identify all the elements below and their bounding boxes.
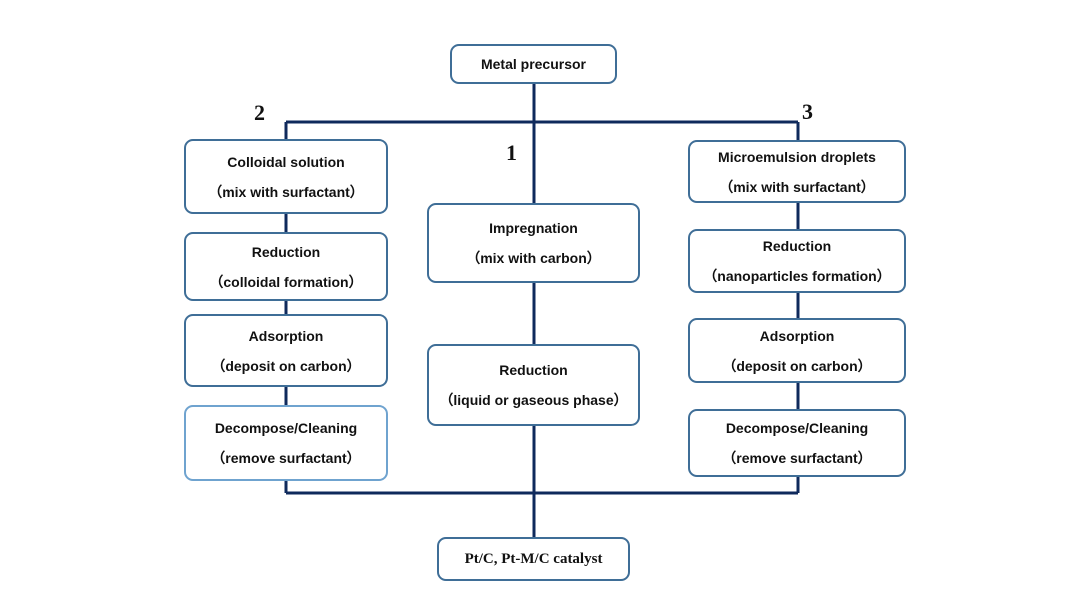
catalyst-node: Pt/C, Pt-M/C catalyst bbox=[437, 537, 630, 581]
left-step-reduction: Reduction （colloidal formation） bbox=[184, 232, 388, 301]
step-subtitle: （deposit on carbon） bbox=[722, 357, 872, 374]
left-step-colloidal-solution: Colloidal solution （mix with surfactant） bbox=[184, 139, 388, 214]
step-title: Microemulsion droplets bbox=[718, 148, 876, 165]
right-step-microemulsion-droplets: Microemulsion droplets （mix with surfact… bbox=[688, 140, 906, 203]
right-step-reduction: Reduction （nanoparticles formation） bbox=[688, 229, 906, 293]
step-title: Colloidal solution bbox=[227, 153, 345, 170]
step-title: Decompose/Cleaning bbox=[214, 420, 358, 436]
step-title: Reduction bbox=[499, 362, 568, 378]
step-title: Adsorption bbox=[248, 327, 324, 344]
route-number-1: 1 bbox=[506, 140, 517, 165]
left-step-decompose-cleaning: Decompose/Cleaning （remove surfactant） bbox=[184, 405, 388, 481]
step-subtitle: （nanoparticles formation） bbox=[703, 268, 891, 284]
step-subtitle: （deposit on carbon） bbox=[211, 357, 361, 374]
step-subtitle: （remove surfactant） bbox=[211, 450, 361, 466]
step-title: Reduction bbox=[762, 238, 832, 254]
step-subtitle: （mix with carbon） bbox=[466, 250, 601, 266]
center-step-reduction: Reduction （liquid or gaseous phase） bbox=[427, 344, 640, 426]
step-subtitle: （mix with surfactant） bbox=[719, 178, 875, 195]
center-step-impregnation: Impregnation （mix with carbon） bbox=[427, 203, 640, 283]
right-step-adsorption: Adsorption （deposit on carbon） bbox=[688, 318, 906, 383]
step-subtitle: （colloidal formation） bbox=[209, 273, 363, 290]
right-step-decompose-cleaning: Decompose/Cleaning （remove surfactant） bbox=[688, 409, 906, 477]
route-number-2: 2 bbox=[254, 100, 265, 125]
metal-precursor-node: Metal precursor bbox=[450, 44, 617, 84]
catalyst-label: Pt/C, Pt-M/C catalyst bbox=[464, 551, 603, 567]
left-step-adsorption: Adsorption （deposit on carbon） bbox=[184, 314, 388, 387]
step-subtitle: （liquid or gaseous phase） bbox=[439, 392, 628, 408]
step-subtitle: （remove surfactant） bbox=[722, 450, 872, 466]
step-title: Impregnation bbox=[489, 220, 578, 236]
step-subtitle: （mix with surfactant） bbox=[208, 183, 364, 200]
route-number-3: 3 bbox=[802, 99, 813, 124]
step-title: Decompose/Cleaning bbox=[725, 420, 869, 436]
metal-precursor-label: Metal precursor bbox=[480, 56, 587, 72]
step-title: Reduction bbox=[251, 243, 321, 260]
step-title: Adsorption bbox=[759, 327, 835, 344]
